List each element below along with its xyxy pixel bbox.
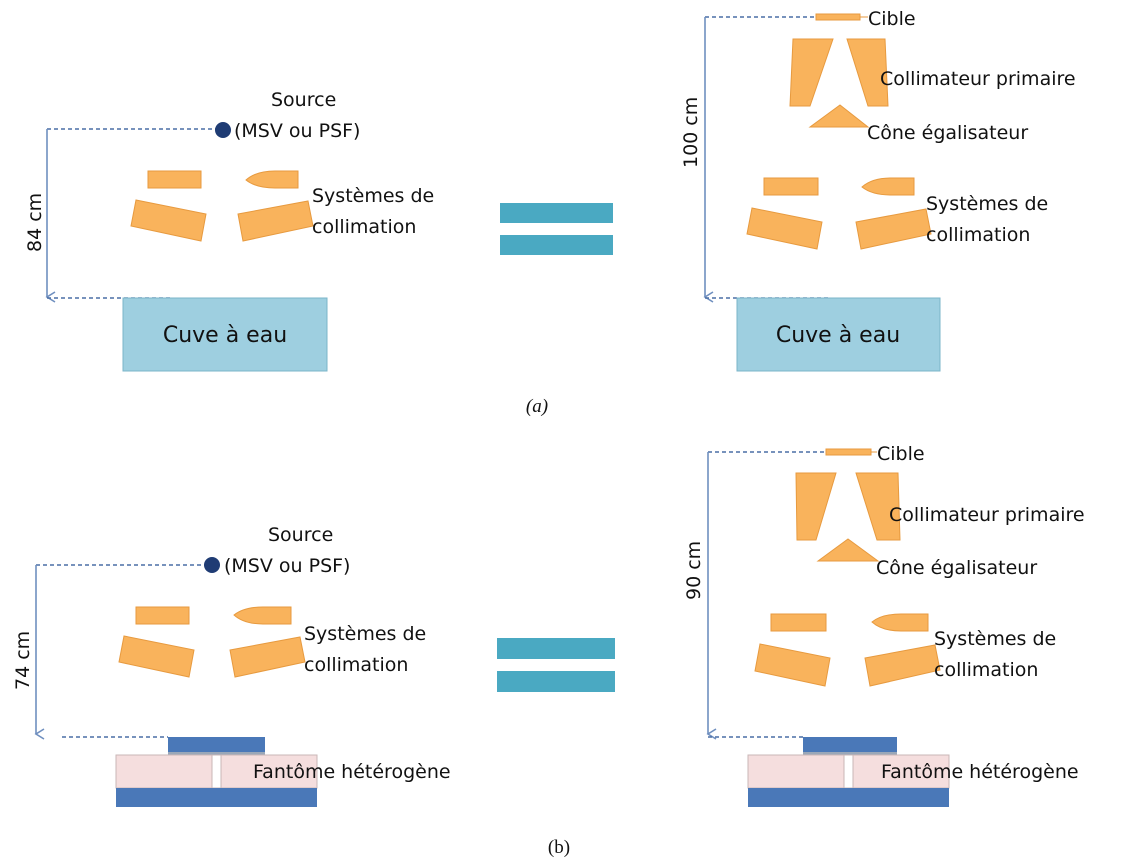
lower-jaw-left [118,635,195,678]
target-plate [815,13,861,21]
water-tank-label: Cuve à eau [163,323,287,348]
phantom-label: Fantôme hétérogène [881,761,1079,783]
phantom-insert-left [115,754,213,789]
phantom-top-slab [803,737,897,753]
equals-bar-bottom [500,235,613,255]
lower-jaw-left [754,643,831,687]
source-label: Source [271,89,336,111]
primary-collimator-left [789,38,834,107]
flattening-cone [816,538,880,562]
distance-label: 100 cm [680,97,702,168]
lower-jaw-right [229,636,306,678]
collimation-label-1: Systèmes de [926,193,1048,215]
equals-bar-top [500,203,613,223]
upper-jaw-right [871,613,929,632]
caption-a: (a) [526,396,548,417]
phantom-top-slab [168,737,265,753]
collimation-label-2: collimation [926,224,1030,246]
panel-b-right: 90 cm Cible Collimateur primaire Cône ég… [683,443,1085,807]
upper-jaw-right [233,606,292,625]
collimation-label-2: collimation [304,654,408,676]
lower-jaw-right [855,208,932,250]
source-sublabel: (MSV ou PSF) [234,120,360,142]
phantom-top-edge [803,752,897,755]
target-label: Cible [868,8,916,30]
phantom-base [748,788,949,807]
primary-collimator-label: Collimateur primaire [880,68,1076,90]
collimation-label-1: Systèmes de [312,185,434,207]
collimation-label-1: Systèmes de [304,623,426,645]
equals-sign-a [500,203,613,255]
upper-jaw-left [147,170,202,189]
flattening-cone-label: Cône égalisateur [876,557,1037,579]
collimation-label-2: collimation [934,659,1038,681]
equals-bar-bottom [497,671,615,692]
distance-label: 84 cm [24,193,46,252]
primary-collimator-left [795,472,837,541]
upper-jaw-left [135,606,190,625]
water-tank [736,297,941,372]
source-point [215,122,231,138]
source-sublabel: (MSV ou PSF) [224,555,350,577]
source-label: Source [268,524,333,546]
water-tank [122,297,328,372]
target-plate [825,448,872,456]
lower-jaw-right [864,644,941,687]
phantom-insert-gap [211,754,222,789]
caption-b: (b) [548,837,570,858]
phantom-insert-left [747,754,845,789]
primary-collimator-right [855,472,901,541]
water-tank-label: Cuve à eau [776,323,900,348]
phantom-label: Fantôme hétérogène [253,761,451,783]
collimation-label-1: Systèmes de [934,628,1056,650]
lower-jaw-left [130,199,207,242]
source-point [204,557,220,573]
panel-a-right: 100 cm Cible Collimateur primaire Cône é… [680,8,1076,372]
phantom-top-edge [168,752,265,755]
equals-bar-top [497,638,615,659]
primary-collimator-right [846,38,889,107]
panel-b-left: Source (MSV ou PSF) 74 cm Systèmes de co… [12,524,451,807]
upper-jaw-left [770,613,827,632]
primary-collimator-label: Collimateur primaire [889,504,1085,526]
phantom-base [116,788,317,807]
flattening-cone [808,104,870,128]
distance-label: 74 cm [12,631,34,690]
flattening-cone-label: Cône égalisateur [867,122,1028,144]
upper-jaw-left [763,177,819,196]
phantom-insert-gap [843,754,854,789]
phantom-insert-right [220,754,318,789]
phantom-insert-right [852,754,950,789]
upper-jaw-right [245,170,299,189]
equals-sign-b [497,638,615,692]
target-label: Cible [877,443,925,465]
lower-jaw-left [746,207,823,250]
lower-jaw-right [237,200,314,242]
upper-jaw-right [861,177,915,196]
collimation-label-2: collimation [312,216,416,238]
panel-a-left: Source (MSV ou PSF) 84 cm Systèmes de co… [24,89,434,372]
distance-label: 90 cm [683,541,705,600]
